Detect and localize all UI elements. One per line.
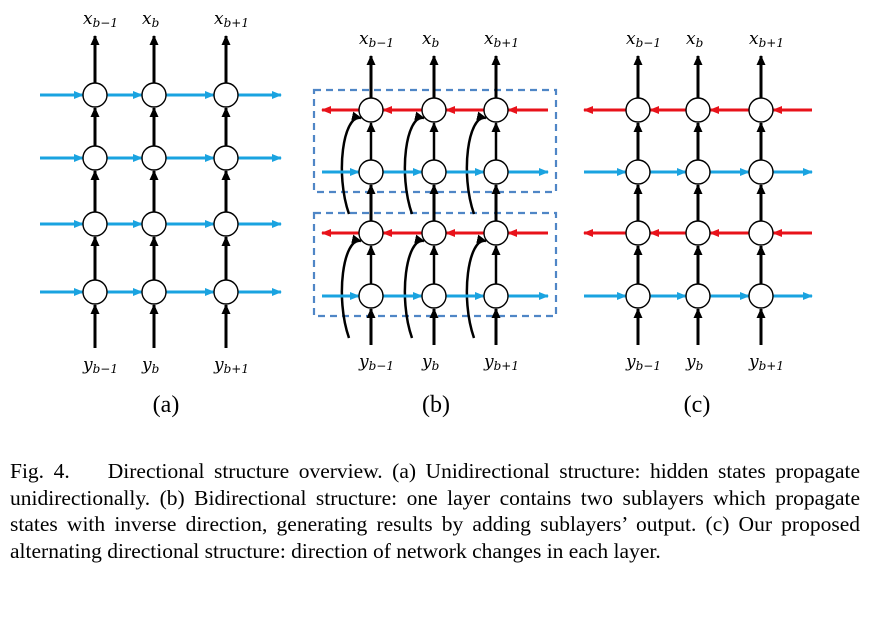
hidden-node [421,97,447,123]
input-label: yb+1 [483,352,519,373]
hidden-node [625,159,651,185]
hidden-node [748,220,774,246]
skip-arrow [465,111,487,215]
hidden-node [483,97,509,123]
input-label: yb [421,352,439,373]
hidden-node [748,283,774,309]
hidden-node [483,220,509,246]
output-label: xb+1 [214,9,249,30]
output-label: xb [686,29,703,50]
output-label: xb [142,9,159,30]
diagram-canvas: xb−1 yb−1 xb yb xb+1 yb+1 (a) xb−1 yb−1 xb yb xb+1 y… [40,9,813,418]
input-label: yb−1 [358,352,394,373]
hidden-node [685,220,711,246]
hidden-node [358,220,384,246]
hidden-node [748,159,774,185]
hidden-node [82,211,108,237]
caption-fig-number: Fig. 4. [10,459,70,483]
panel-c: xb−1 yb−1 xb yb xb+1 yb+1 (c) [583,29,813,418]
hidden-node [483,283,509,309]
figure-caption: Fig. 4. Directional structure overview. … [10,458,860,564]
output-label: xb+1 [484,29,519,50]
hidden-node [141,145,167,171]
hidden-node [141,279,167,305]
input-label: yb+1 [748,352,784,373]
hidden-node [748,97,774,123]
hidden-node [82,145,108,171]
hidden-node [141,82,167,108]
output-label: xb−1 [359,29,394,50]
hidden-node [82,82,108,108]
skip-arrow [403,234,425,339]
hidden-node [213,145,239,171]
input-label: yb+1 [213,355,249,376]
output-label: xb−1 [83,9,118,30]
output-label: xb [422,29,439,50]
panel-label: (b) [422,392,450,418]
hidden-node [483,159,509,185]
hidden-node [358,159,384,185]
panel-b: xb−1 yb−1 xb yb xb+1 yb+1 (b) [312,29,558,418]
hidden-node [421,159,447,185]
hidden-node [625,97,651,123]
panel-label: (c) [684,392,711,418]
input-label: yb [685,352,703,373]
hidden-node [421,220,447,246]
panel-a: xb−1 yb−1 xb yb xb+1 yb+1 (a) [40,9,282,418]
hidden-node [625,220,651,246]
hidden-node [685,97,711,123]
hidden-node [358,97,384,123]
caption-text: Directional structure overview. (a) Unid… [10,459,861,563]
hidden-node [213,211,239,237]
input-label: yb−1 [82,355,118,376]
output-label: xb−1 [626,29,661,50]
hidden-node [141,211,167,237]
skip-arrow [465,234,487,339]
output-label: xb+1 [749,29,784,50]
skip-arrow [340,111,362,215]
hidden-node [213,279,239,305]
input-label: yb−1 [625,352,661,373]
skip-arrow [403,111,425,215]
hidden-node [625,283,651,309]
hidden-node [421,283,447,309]
hidden-node [685,159,711,185]
skip-arrow [340,234,362,339]
hidden-node [82,279,108,305]
hidden-node [358,283,384,309]
panel-label: (a) [153,392,180,418]
input-label: yb [141,355,159,376]
hidden-node [213,82,239,108]
hidden-node [685,283,711,309]
